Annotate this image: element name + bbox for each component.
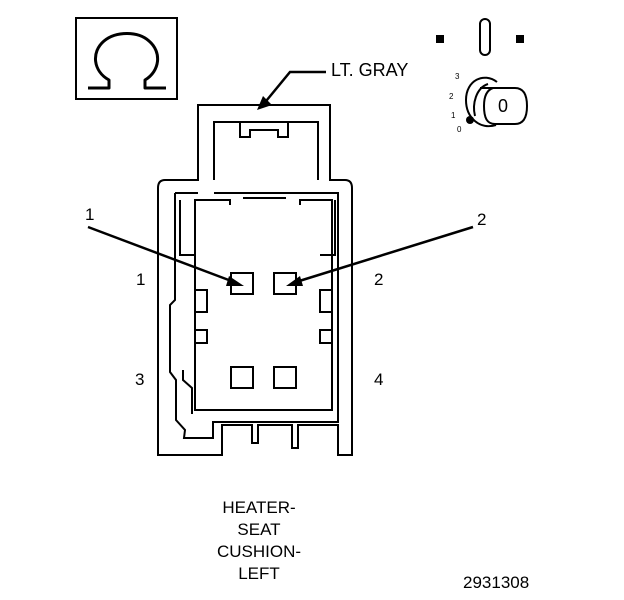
key-position-label: 0 — [498, 96, 509, 116]
caption-line: LEFT — [238, 564, 280, 583]
key-scale-3: 3 — [455, 72, 460, 81]
pin-callout-arrows — [87, 225, 474, 286]
locking-tabs — [194, 289, 333, 344]
caption-line: HEATER- — [222, 498, 296, 517]
figure-number: 2931308 — [463, 573, 530, 592]
caption-line: CUSHION- — [216, 542, 302, 561]
key-scale-1: 1 — [451, 111, 456, 120]
ignition-switch-icon — [436, 18, 529, 128]
caption-line: SEAT — [237, 520, 281, 539]
cavity-label-3: 3 — [135, 370, 145, 389]
omega-icon — [75, 17, 178, 100]
connector-caption: HEATER- SEAT CUSHION- LEFT — [200, 497, 318, 585]
pin-callout-1: 1 — [85, 205, 95, 224]
cavity-label-4: 4 — [374, 370, 384, 389]
cavity-label-1: 1 — [136, 270, 146, 289]
cavity-label-2: 2 — [374, 270, 384, 289]
key-scale-2: 2 — [449, 92, 454, 101]
pin-callout-2: 2 — [477, 210, 487, 229]
key-scale-0: 0 — [457, 125, 462, 134]
cavity-3 — [230, 366, 254, 389]
connector-body — [157, 104, 353, 456]
color-label: LT. GRAY — [331, 60, 409, 80]
cavity-4 — [273, 366, 297, 389]
terminal-cavities — [230, 272, 297, 389]
color-leader-arrow — [257, 70, 326, 110]
